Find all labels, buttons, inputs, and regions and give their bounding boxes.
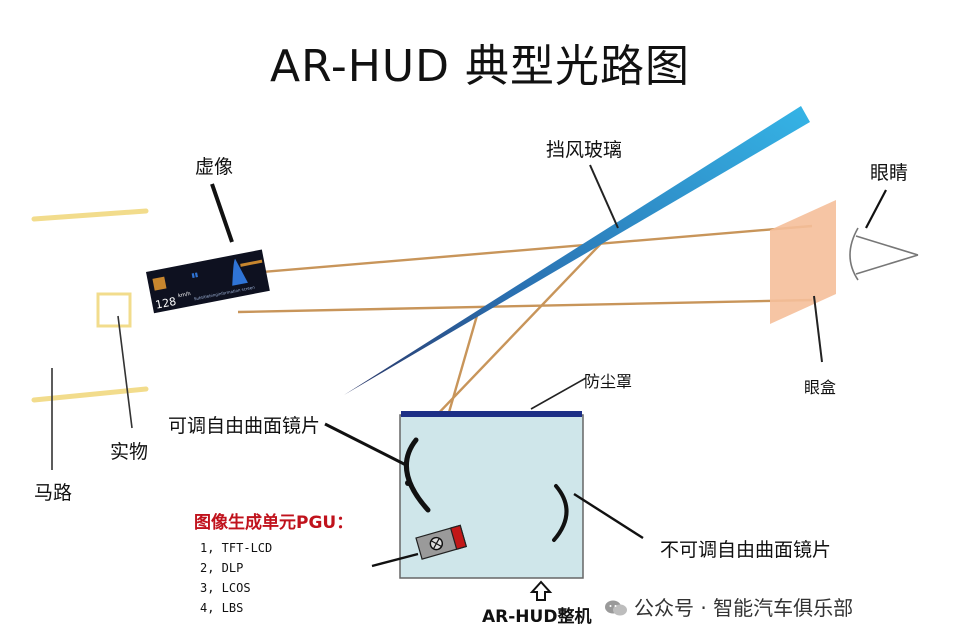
pgu-pointer bbox=[371, 552, 419, 568]
diagram-title: AR-HUD 典型光路图 bbox=[270, 41, 690, 92]
ar-hud-unit-arrow-icon bbox=[529, 580, 553, 601]
label-ar-hud-unit: AR-HUD整机 bbox=[482, 607, 592, 627]
label-eye: 眼睛 bbox=[870, 162, 909, 184]
virtual-image-pointer bbox=[210, 183, 234, 243]
virtual-image-speed: 128 bbox=[154, 295, 177, 312]
eyebox-pointer bbox=[813, 295, 823, 363]
real-object-box bbox=[96, 292, 132, 328]
windshield-pointer bbox=[589, 164, 619, 229]
pgu-title: 图像生成单元PGU： bbox=[194, 513, 354, 533]
dust-cover-pointer bbox=[530, 377, 587, 410]
label-dust-cover: 防尘罩 bbox=[584, 372, 633, 391]
pgu-type-item: 2, DLP bbox=[200, 561, 244, 575]
pgu-unit bbox=[415, 524, 468, 560]
label-road: 马路 bbox=[34, 482, 73, 504]
pgu-type-item: 4, LBS bbox=[200, 601, 244, 615]
fixed-mirror bbox=[552, 484, 569, 542]
adjustable-mirror bbox=[403, 437, 431, 513]
eye-icon bbox=[849, 227, 919, 281]
watermark-text: 公众号 · 智能汽车俱乐部 bbox=[634, 596, 854, 620]
label-fixed-mirror: 不可调自由曲面镜片 bbox=[660, 539, 832, 561]
fixed-mirror-pointer bbox=[573, 492, 644, 540]
pgu-type-list: 1, TFT-LCD 2, DLP 3, LCOS 4, LBS bbox=[200, 538, 272, 618]
adjustable-mirror-pointer bbox=[324, 422, 409, 468]
watermark: 公众号 · 智能汽车俱乐部 bbox=[604, 592, 853, 621]
svg-text:▮▮: ▮▮ bbox=[191, 271, 199, 279]
road-line-bottom bbox=[31, 386, 149, 403]
label-windshield: 挡风玻璃 bbox=[546, 139, 623, 161]
label-real-object: 实物 bbox=[110, 441, 149, 463]
pgu-type-item: 3, LCOS bbox=[200, 581, 251, 595]
adjustable-mirror-pivot bbox=[405, 480, 411, 486]
eye-pointer bbox=[865, 189, 887, 229]
road-line-top bbox=[31, 208, 149, 222]
real-object-pointer bbox=[117, 315, 133, 429]
label-virtual-image: 虚像 bbox=[195, 156, 234, 178]
label-eyebox: 眼盒 bbox=[804, 378, 837, 397]
eyebox bbox=[770, 200, 836, 324]
pgu-type-item: 1, TFT-LCD bbox=[200, 541, 273, 555]
virtual-image-unit: km/h bbox=[178, 291, 192, 299]
wechat-icon bbox=[605, 600, 627, 616]
windshield bbox=[344, 106, 810, 395]
virtual-image-screen: 128 km/h Subtitlebinginformation screen … bbox=[146, 249, 270, 314]
label-adjustable-mirror: 可调自由曲面镜片 bbox=[168, 415, 321, 437]
